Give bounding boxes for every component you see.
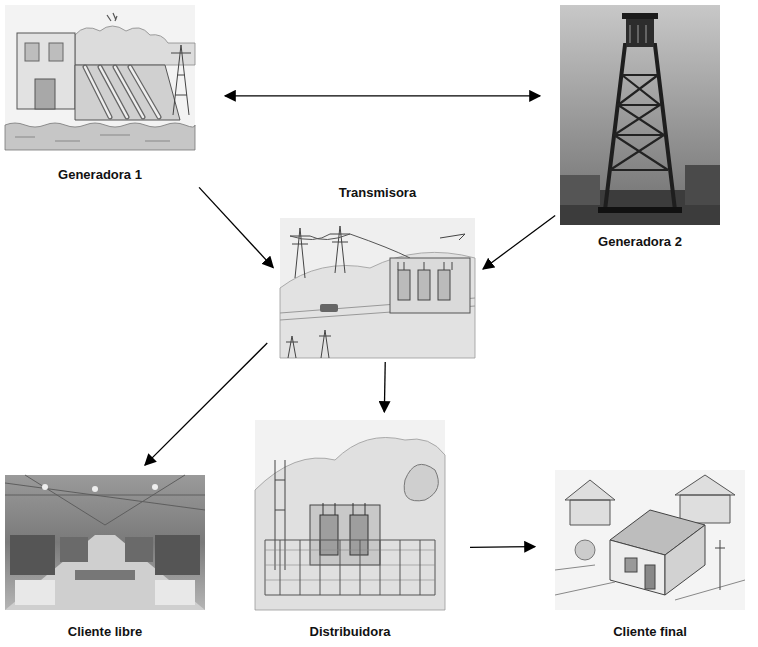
thermal-plant-picture [560, 5, 720, 225]
labelled-illustration: Cliente final [555, 470, 745, 640]
flow-arrow [225, 95, 540, 96]
hydro-plant-picture [5, 5, 195, 150]
labelled-illustration: Generadora 2 [560, 5, 720, 250]
labelled-illustration: Cliente libre [5, 475, 205, 640]
flow-arrow [483, 216, 555, 269]
node-label: Cliente final [611, 624, 689, 640]
node-label: Generadora 1 [56, 167, 144, 183]
transmission-picture [280, 218, 475, 358]
houses-picture [555, 470, 745, 610]
flow-arrow [384, 362, 386, 412]
node-label: Distribuidora [308, 624, 393, 640]
node-label: Generadora 2 [596, 234, 684, 250]
flow-arrow [145, 343, 267, 465]
distribution-picture [255, 420, 445, 610]
node-label: Cliente libre [66, 624, 144, 640]
node-label: Transmisora [337, 185, 418, 201]
factory-picture [5, 475, 205, 610]
flow-arrow [470, 546, 535, 548]
labelled-illustration: Transmisora [280, 185, 475, 358]
labelled-illustration: Generadora 1 [5, 5, 195, 183]
flow-arrow [199, 187, 273, 267]
labelled-illustration: Distribuidora [255, 420, 445, 640]
